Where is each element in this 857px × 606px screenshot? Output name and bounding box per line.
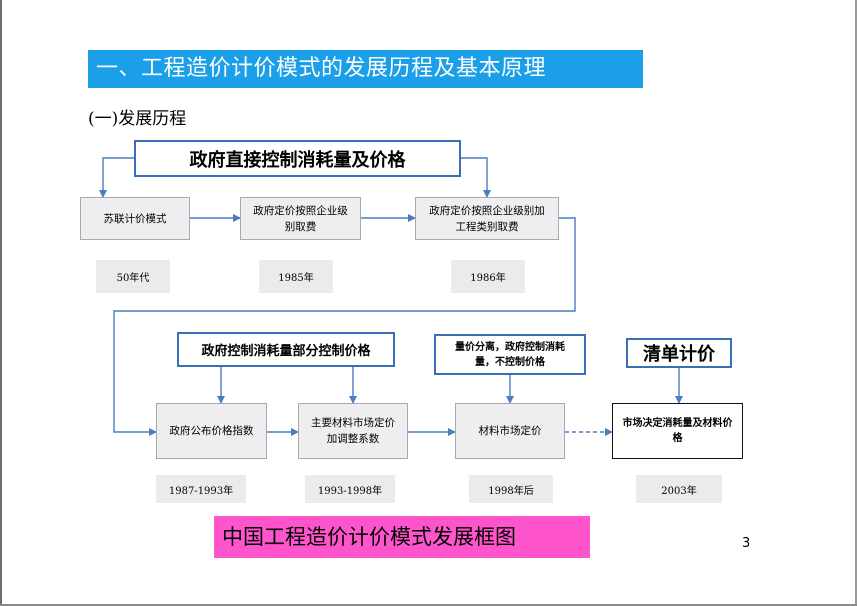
- material-market-price-box: 材料市场定价: [455, 403, 565, 459]
- soviet-pricing-box: 苏联计价模式: [80, 197, 190, 240]
- slide-left-border: [0, 0, 2, 606]
- govt-direct-control-box: 政府直接控制消耗量及价格: [134, 140, 461, 177]
- diagram-caption: 中国工程造价计价模式发展框图: [214, 516, 590, 558]
- slide-bottom-border: [0, 604, 857, 606]
- main-material-market-price-box: 主要材料市场定价加调整系数: [298, 403, 408, 459]
- year-label-2003: 2003年: [636, 475, 722, 503]
- page-number: 3: [742, 536, 751, 551]
- slide-right-border: [855, 0, 857, 606]
- year-label-1998-after: 1998年后: [469, 475, 553, 503]
- bill-of-quantities-box: 清单计价: [626, 338, 732, 368]
- section-subtitle: (一)发展历程: [88, 109, 187, 129]
- govt-price-index-box: 政府公布价格指数: [156, 403, 267, 459]
- year-label-1987-1993: 1987-1993年: [156, 475, 246, 503]
- quantity-price-separation-box: 量价分离，政府控制消耗量，不控制价格: [434, 334, 586, 375]
- year-label-1985: 1985年: [259, 260, 333, 293]
- year-label-1986: 1986年: [451, 260, 525, 293]
- connector-1986-to-1987: [113, 217, 576, 436]
- govt-pricing-enterprise-level-box: 政府定价按照企业级别取费: [240, 197, 361, 240]
- connector-top-to-soviet: [99, 157, 134, 198]
- year-label-1993-1998: 1993-1998年: [305, 475, 395, 503]
- connector-top-to-1986: [461, 157, 491, 198]
- partial-control-box: 政府控制消耗量部分控制价格: [177, 332, 395, 367]
- year-label-50s: 50年代: [96, 260, 170, 293]
- slide-title: 一、工程造价计价模式的发展历程及基本原理: [88, 50, 643, 88]
- market-decides-box: 市场决定消耗量及材料价格: [612, 403, 743, 459]
- govt-pricing-enterprise-project-box: 政府定价按照企业级别加工程类别取费: [415, 197, 559, 240]
